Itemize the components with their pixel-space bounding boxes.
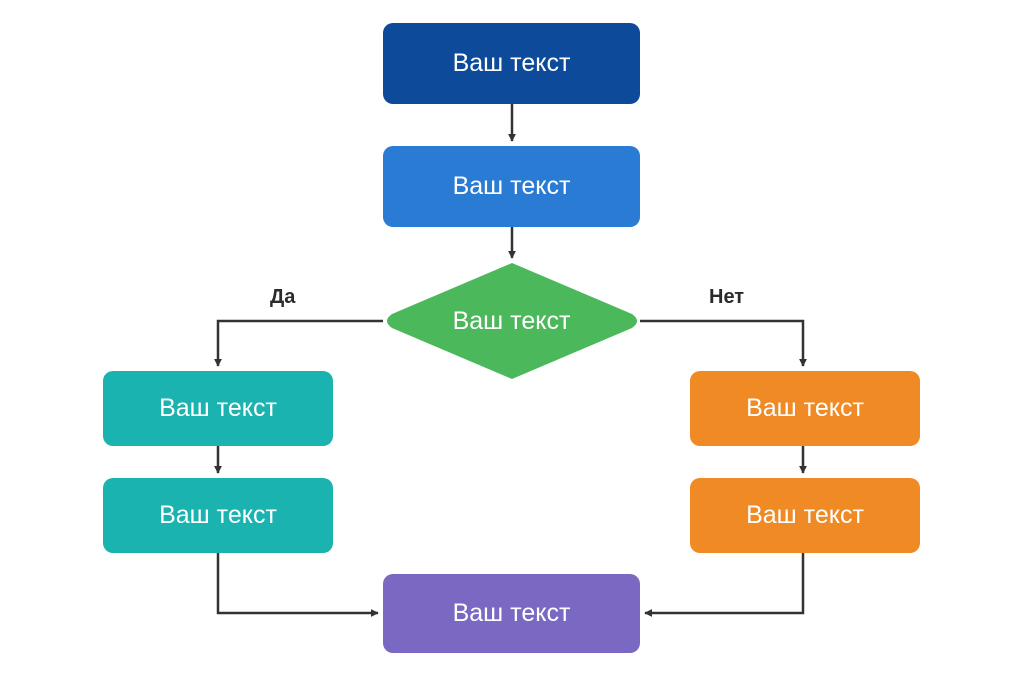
no-step-2-label: Ваш текст: [746, 501, 864, 529]
decision-diamond: [387, 263, 637, 379]
yes-step-2-label: Ваш текст: [159, 501, 277, 529]
connector-yes-to-end: [216, 553, 379, 617]
connector-decision-no: [640, 319, 807, 367]
yes-step-1-node: Ваш текст: [103, 371, 333, 446]
yes-step-2-node: Ваш текст: [103, 478, 333, 553]
start-node: Ваш текст: [383, 23, 640, 104]
no-step-1-label: Ваш текст: [746, 394, 864, 422]
step-node-label: Ваш текст: [452, 172, 571, 200]
yes-step-1-label: Ваш текст: [159, 394, 277, 422]
step-node: Ваш текст: [383, 146, 640, 227]
connector-no-to-end: [644, 553, 805, 617]
no-step-2-node: Ваш текст: [690, 478, 920, 553]
decision-node-label: Ваш текст: [452, 306, 571, 335]
start-node-label: Ваш текст: [452, 49, 571, 77]
yes-branch-label: Да: [270, 286, 296, 308]
decision-node: Ваш текст: [383, 262, 640, 380]
connector-decision-yes: [214, 319, 383, 367]
end-node-label: Ваш текст: [452, 599, 571, 627]
no-branch-label: Нет: [709, 286, 745, 308]
no-step-1-node: Ваш текст: [690, 371, 920, 446]
end-node: Ваш текст: [383, 574, 640, 653]
